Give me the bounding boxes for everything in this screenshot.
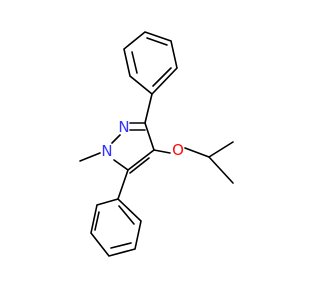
bond-o-ch bbox=[184, 147, 210, 158]
bond-c5-bottom-phenyl bbox=[117, 169, 129, 200]
bond-c5-n1 bbox=[113, 159, 129, 171]
bottom-phenyl-ring bbox=[90, 198, 142, 257]
bond-ch-ch3-top bbox=[208, 141, 234, 158]
bond-ch-ch3-bottom bbox=[208, 156, 234, 184]
bond-n1-methyl bbox=[79, 152, 101, 162]
bonds bbox=[79, 31, 234, 257]
top-phenyl-double-3 bbox=[152, 67, 172, 87]
top-phenyl-ring bbox=[123, 31, 178, 96]
atom-label-n1: N bbox=[101, 142, 112, 160]
chemical-structure: N N O bbox=[79, 31, 234, 257]
bottom-phenyl-double-1 bbox=[94, 211, 100, 231]
bond-c4-o bbox=[153, 149, 171, 154]
atom-labels: N N O bbox=[101, 118, 184, 160]
bottom-phenyl-double-2 bbox=[110, 242, 132, 249]
bond-c3-c4 bbox=[144, 122, 155, 151]
atom-label-n2: N bbox=[118, 118, 129, 136]
bond-c4-c5-double bbox=[129, 157, 150, 174]
top-phenyl-double-2 bbox=[146, 37, 168, 46]
top-phenyl-double-1 bbox=[131, 51, 138, 74]
bond-n1-n2 bbox=[111, 134, 121, 144]
atom-label-o: O bbox=[172, 141, 184, 159]
bottom-phenyl-double-3 bbox=[118, 205, 135, 225]
bond-c3-top-phenyl bbox=[144, 93, 153, 124]
bond-c4-c5 bbox=[127, 149, 155, 171]
